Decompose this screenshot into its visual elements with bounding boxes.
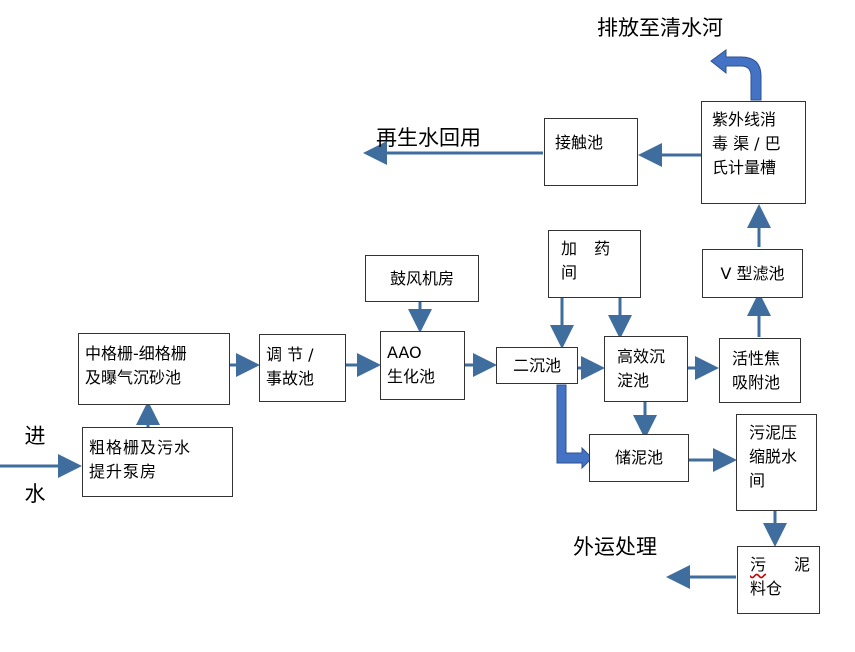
discharge-label: 排放至清水河 bbox=[597, 16, 723, 40]
wide-arrow-secondary-to-sludge-storage bbox=[556, 384, 593, 470]
wide-arrow-uv-to-discharge bbox=[710, 49, 762, 101]
node-fine-screen-grit-chamber: 中格栅-细格栅 及曝气沉砂池 bbox=[78, 333, 230, 405]
node-high-efficiency-clarifier: 高效沉 淀池 bbox=[604, 336, 688, 402]
node-contact-tank: 接触池 bbox=[544, 118, 638, 186]
node-dosing-room: 加 药 间 bbox=[548, 230, 641, 298]
outside-disposal-label: 外运处理 bbox=[573, 535, 657, 559]
node-blower-room: 鼓风机房 bbox=[365, 255, 479, 302]
inlet-label: 进水 bbox=[24, 424, 46, 506]
node-uv-disinfection-parshall: 紫外线消 毒 渠 / 巴 氏计量槽 bbox=[701, 101, 806, 204]
node-sludge-storage-tank: 储泥池 bbox=[589, 434, 689, 482]
reuse-label: 再生水回用 bbox=[376, 126, 481, 150]
node-sludge-silo: 污泥 料仓 bbox=[737, 546, 820, 614]
node-coarse-screen-pump-house: 粗格栅及污水 提升泵房 bbox=[82, 427, 233, 497]
node-equalization-accident-tank: 调 节 / 事故池 bbox=[259, 334, 346, 402]
node-v-filter: V 型滤池 bbox=[702, 249, 803, 298]
node-aao-bioreactor: AAO 生化池 bbox=[380, 331, 465, 400]
node-activated-coke-adsorption: 活性焦 吸附池 bbox=[719, 338, 801, 403]
node-secondary-clarifier: 二沉池 bbox=[496, 347, 578, 384]
node-sludge-dewatering-room: 污泥压 缩脱水 间 bbox=[736, 414, 817, 511]
